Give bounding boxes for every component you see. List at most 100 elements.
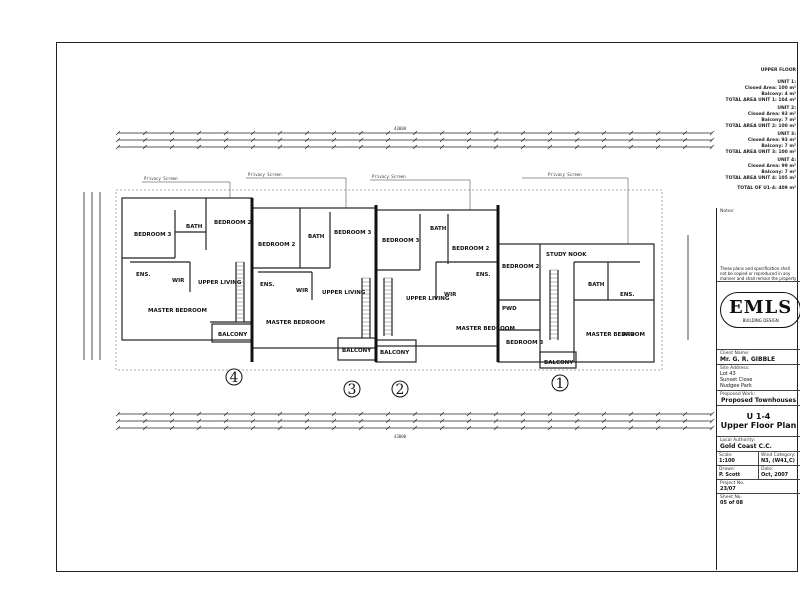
u2-master-bedroom-label: MASTER BEDROOM [456, 326, 515, 332]
local-authority-cell: Local Authority: Gold Coast C.C. [717, 437, 800, 452]
site-line-1: Lot 43 [720, 371, 736, 377]
dimension-tick [520, 418, 526, 424]
dimension-tick [412, 130, 418, 136]
dimension-tick [628, 425, 634, 431]
date-label: Date: [761, 467, 774, 472]
scale-wind-row: Scale: 1:100 Wind Category: N3, (W41,C) [717, 452, 800, 466]
u4-upper-living-label: UPPER LIVING [198, 280, 242, 286]
dimension-tick [223, 130, 229, 136]
unit-4-name: UNIT 4: [777, 158, 796, 163]
dimension-tick [304, 130, 310, 136]
local-authority: Gold Coast C.C. [720, 443, 772, 450]
u2-balcony-label: BALCONY [380, 350, 410, 356]
u4-bedroom-3-label: BEDROOM 3 [134, 232, 171, 238]
dimension-tick [250, 130, 256, 136]
dimension-tick [466, 411, 472, 417]
dimension-tick [493, 137, 499, 143]
dimension-tick [142, 411, 148, 417]
dimension-tick [547, 144, 553, 150]
dimension-tick [331, 137, 337, 143]
dimension-tick [601, 411, 607, 417]
dimension-tick [331, 425, 337, 431]
site-address-label: Site Address: [720, 366, 750, 371]
dimension-tick [358, 130, 364, 136]
dimension-tick [601, 425, 607, 431]
unit-4-number: 4 [230, 370, 239, 386]
u4-ens-label: ENS. [136, 272, 150, 278]
u3-bath-label: BATH [308, 234, 325, 240]
unit-4-areas: UNIT 4: Closed Area: 99 m² Balcony: 7 m²… [696, 158, 796, 182]
dimension-tick [142, 418, 148, 424]
dimension-tick [655, 425, 661, 431]
unit-4-marker [225, 368, 243, 386]
dimension-tick [574, 137, 580, 143]
dimension-tick [385, 411, 391, 417]
dimension-tick [412, 411, 418, 417]
unit-1-number: 1 [556, 376, 565, 392]
dimension-tick [331, 144, 337, 150]
u4-wir-label: WIR [172, 278, 185, 284]
dimension-tick [196, 411, 202, 417]
u4-bath-label: BATH [186, 224, 203, 230]
logo-cell: EMLS BUILDING DESIGN [717, 282, 800, 350]
u3-wir-label: WIR [296, 288, 309, 294]
dimension-tick [277, 418, 283, 424]
dimension-tick [304, 411, 310, 417]
unit-2-closed-area: Closed Area: 93 m² [747, 112, 796, 117]
unit-3-closed-area: Closed Area: 93 m² [747, 138, 796, 143]
sheet-number-cell: Sheet No. 05 of 08 [717, 494, 800, 507]
dimension-tick [358, 411, 364, 417]
dimension-tick [250, 418, 256, 424]
dimension-tick [628, 144, 634, 150]
dimension-tick [412, 144, 418, 150]
drawn-label: Drawn: [719, 467, 736, 472]
site-line-3: Nudgee Park [720, 383, 752, 389]
proposed-work-cell: Proposed Work: Proposed Townhouses [717, 391, 800, 406]
u3-master-bedroom-label: MASTER BEDROOM [266, 320, 325, 326]
dimension-tick [466, 425, 472, 431]
dimension-tick [169, 144, 175, 150]
dimension-tick [331, 418, 337, 424]
dimension-tick [574, 425, 580, 431]
dimension-tick [385, 418, 391, 424]
dimension-tick [547, 411, 553, 417]
u3-ens-label: ENS. [260, 282, 274, 288]
title-block: Notes: These plans and specification sha… [716, 208, 800, 570]
dimension-tick [196, 137, 202, 143]
top-overall-dimension: 43000 [394, 126, 407, 131]
dimension-tick [709, 130, 715, 136]
dimension-tick [169, 425, 175, 431]
site-line-2: Sunset Close [720, 377, 753, 383]
dimension-tick [115, 418, 121, 424]
dimension-tick [520, 425, 526, 431]
dimension-tick [655, 130, 661, 136]
dimension-tick [682, 130, 688, 136]
unit-1-closed-area: Closed Area: 100 m² [744, 86, 796, 91]
u1-ens-label: ENS. [620, 292, 634, 298]
dimension-tick [439, 418, 445, 424]
dimension-tick [547, 130, 553, 136]
grand-total-area: TOTAL OF U1-4: 409 m² [737, 186, 796, 191]
lower-floor-outline [115, 189, 663, 371]
dimension-tick [115, 137, 121, 143]
dimension-tick [493, 411, 499, 417]
unit-2-areas: UNIT 2: Closed Area: 93 m² Balcony: 7 m²… [696, 106, 796, 130]
u3-bedroom-3-label: BEDROOM 3 [334, 230, 371, 236]
dimension-tick [331, 411, 337, 417]
dimension-tick [682, 418, 688, 424]
date-value: Oct, 2007 [761, 472, 789, 478]
u3-balcony-label: BALCONY [342, 348, 372, 354]
dimension-tick [412, 418, 418, 424]
client-name: Mr. G. R. GIBBLE [720, 356, 776, 363]
dimension-tick [709, 425, 715, 431]
dimension-tick [520, 144, 526, 150]
u1-master-bedroom-label: MASTER BEDROOM [586, 332, 645, 338]
dimension-tick [358, 418, 364, 424]
client-label: Client Name: [720, 351, 750, 356]
dimension-tick [196, 130, 202, 136]
unit-3-total-area: TOTAL AREA UNIT 3: 100 m² [725, 150, 796, 155]
dimension-tick [250, 411, 256, 417]
scale-value: 1:100 [719, 458, 735, 464]
privacy-screen-label-1: Privacy Screen [548, 172, 582, 177]
dimension-tick [304, 137, 310, 143]
